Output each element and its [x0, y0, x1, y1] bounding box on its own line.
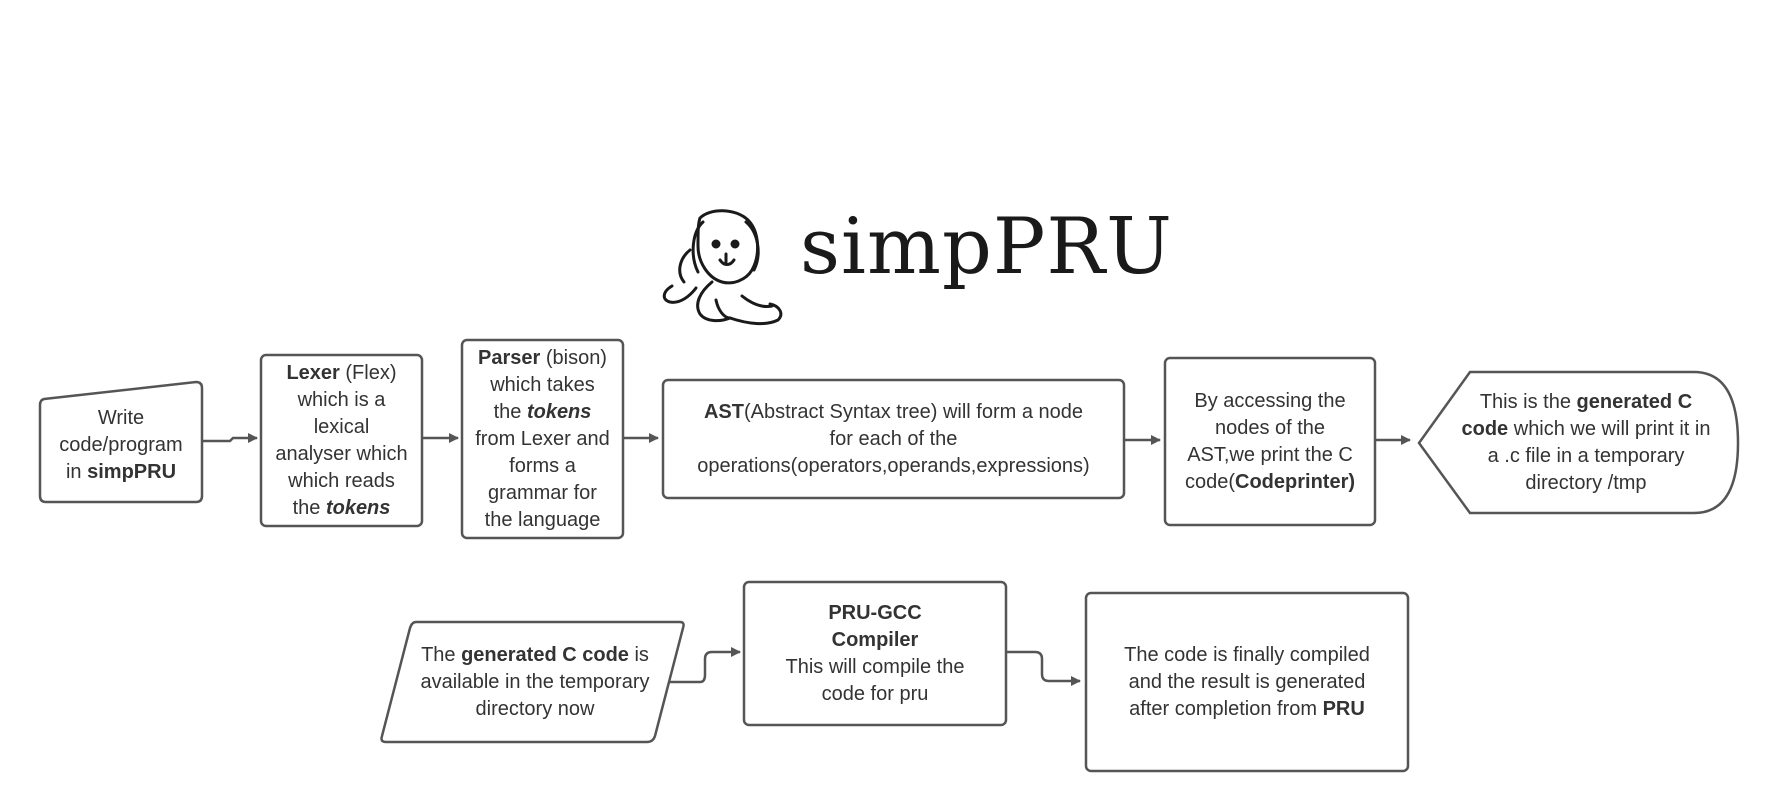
edge-write-to-lexer	[202, 433, 258, 443]
logo-title: simpPRU	[800, 202, 1173, 292]
edge-available-to-compiler	[670, 647, 741, 684]
node-final-text: The code is finally compiled and the res…	[1124, 643, 1370, 720]
node-parser-shape	[460, 338, 625, 540]
node-ast-text: AST(Abstract Syntax tree) will form a no…	[697, 400, 1090, 477]
beagle-dog-icon	[662, 209, 783, 326]
node-final-shape	[1084, 591, 1410, 773]
node-generated-shape	[1417, 370, 1740, 515]
node-ast-shape	[661, 378, 1126, 500]
node-compiler-text: PRU-GCC Compiler This will compile the c…	[785, 601, 965, 705]
node-available-shape	[380, 620, 685, 744]
node-write-code-text: Write code/program in simpPRU	[59, 406, 183, 483]
node-lexer-text: Lexer (Flex) which is a lexical analyser…	[275, 361, 408, 519]
node-available-text: The generated C code is available in the…	[420, 643, 650, 720]
node-codeprinter-shape	[1163, 356, 1377, 527]
node-generated-text: This is the generated C code which we wi…	[1461, 390, 1711, 494]
node-compiler-shape	[742, 580, 1008, 727]
node-lexer-shape	[259, 353, 424, 528]
edge-compiler-to-final	[1005, 650, 1081, 686]
node-parser-text: Parser (bison) which takes the tokens fr…	[475, 346, 610, 531]
node-write-code-shape	[38, 380, 204, 504]
node-codeprinter-text: By accessing the nodes of the AST,we pri…	[1184, 389, 1356, 493]
